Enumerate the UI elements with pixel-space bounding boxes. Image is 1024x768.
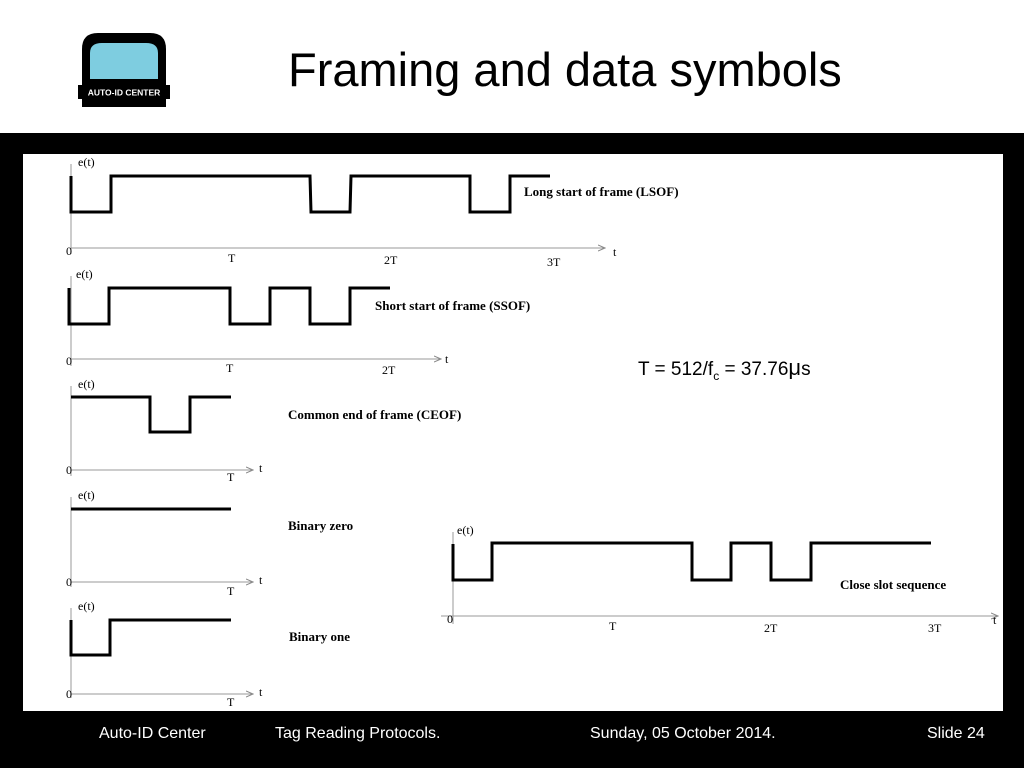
close-slot-x-label: t (993, 613, 997, 627)
close-slot-diagram: e(t) 0 t T 2T 3T Close slot sequence (441, 523, 998, 635)
close-slot-tick-2t: 2T (764, 621, 778, 635)
formula-rhs: = 37.76 (719, 359, 788, 380)
lsof-origin: 0 (66, 244, 72, 258)
lsof-tick-2t: 2T (384, 253, 398, 267)
lsof-y-label: e(t) (78, 155, 95, 169)
slide-footer: Auto-ID Center Tag Reading Protocols. Su… (0, 713, 1024, 768)
ssof-x-label: t (445, 352, 449, 366)
binary-one-y-label: e(t) (78, 599, 95, 613)
ssof-tick-2t: 2T (382, 363, 396, 377)
binary-zero-tick-t: T (227, 584, 235, 598)
close-slot-y-label: e(t) (457, 523, 474, 537)
period-formula: T = 512/fc = 37.76μs (638, 355, 811, 383)
lsof-x-label: t (613, 245, 617, 259)
close-slot-tick-t: T (609, 619, 617, 633)
ssof-diagram: e(t) 0 t T 2T Short start of frame (SSOF… (66, 267, 530, 377)
formula-lhs: T = 512/f (638, 359, 714, 380)
ceof-y-label: e(t) (78, 377, 95, 391)
lsof-caption: Long start of frame (LSOF) (524, 184, 679, 199)
lsof-diagram: e(t) 0 t T 2T 3T Long start of frame (LS… (66, 155, 679, 269)
auto-id-center-logo: AUTO-ID CENTER (78, 33, 170, 107)
binary-one-waveform (69, 618, 231, 657)
slide-header: AUTO-ID CENTER Framing and data symbols (0, 0, 1024, 133)
ssof-tick-t: T (226, 361, 234, 375)
binary-zero-x-label: t (259, 573, 263, 587)
ceof-caption: Common end of frame (CEOF) (288, 407, 461, 422)
ssof-caption: Short start of frame (SSOF) (375, 298, 530, 313)
footer-slide-number: Slide 24 (927, 725, 985, 742)
page-title: Framing and data symbols (288, 43, 842, 96)
footer-org: Auto-ID Center (99, 725, 206, 742)
binary-one-x-label: t (259, 685, 263, 699)
ssof-waveform (67, 286, 390, 326)
close-slot-tick-3t: 3T (928, 621, 942, 635)
formula-unit: s (801, 359, 811, 380)
binary-one-diagram: e(t) 0 t T Binary one (66, 599, 350, 709)
binary-zero-caption: Binary zero (288, 518, 353, 533)
ssof-origin: 0 (66, 354, 72, 368)
binary-one-origin: 0 (66, 687, 72, 701)
close-slot-caption: Close slot sequence (840, 577, 946, 592)
ceof-diagram: e(t) 0 t T Common end of frame (CEOF) (66, 377, 461, 484)
svg-text:T = 512/fc = 37.76μs: T = 512/fc = 37.76μs (638, 355, 811, 383)
footer-date: Sunday, 05 October 2014. (590, 725, 776, 742)
binary-one-caption: Binary one (289, 629, 350, 644)
logo-screen (90, 43, 158, 79)
close-slot-origin: 0 (447, 612, 453, 626)
ssof-y-label: e(t) (76, 267, 93, 281)
ceof-tick-t: T (227, 470, 235, 484)
footer-topic: Tag Reading Protocols. (275, 725, 441, 742)
diagram-panel: e(t) 0 t T 2T 3T Long start of frame (LS… (23, 154, 1003, 711)
logo-text: AUTO-ID CENTER (88, 88, 161, 98)
close-slot-waveform (451, 541, 931, 582)
lsof-tick-3t: 3T (547, 255, 561, 269)
binary-zero-origin: 0 (66, 575, 72, 589)
ceof-waveform (71, 395, 231, 434)
lsof-waveform (69, 174, 550, 214)
formula-mu: μ (788, 355, 801, 380)
binary-zero-diagram: e(t) 0 t T Binary zero (66, 488, 353, 598)
ceof-x-label: t (259, 461, 263, 475)
formula-subscript: c (713, 369, 719, 383)
waveform-diagrams: e(t) 0 t T 2T 3T Long start of frame (LS… (66, 155, 1003, 709)
binary-zero-y-label: e(t) (78, 488, 95, 502)
ceof-origin: 0 (66, 463, 72, 477)
binary-one-tick-t: T (227, 695, 235, 709)
lsof-tick-t: T (228, 251, 236, 265)
